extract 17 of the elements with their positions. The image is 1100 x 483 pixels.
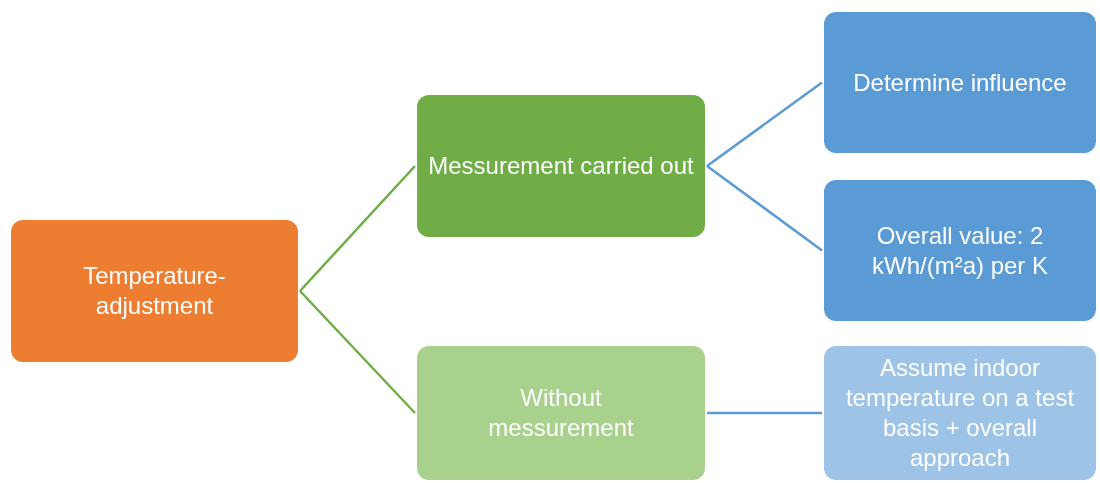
connector-line bbox=[299, 290, 416, 414]
connector-line bbox=[706, 81, 823, 167]
box-label: Overall value: 2 kWh/(m²a) per K bbox=[871, 220, 1049, 281]
process-box bbox=[824, 180, 1096, 321]
connector-line bbox=[299, 165, 416, 292]
process-box bbox=[824, 12, 1096, 153]
process-box bbox=[824, 346, 1096, 480]
box-label: Assume indoor temperature on a test basis + overall approach bbox=[844, 353, 1076, 473]
connector-line bbox=[706, 165, 823, 252]
process-box bbox=[417, 346, 705, 480]
box-label: Determine influence bbox=[853, 67, 1067, 98]
process-box bbox=[11, 220, 298, 362]
process-box bbox=[417, 95, 705, 237]
box-label: Messurement carried out bbox=[428, 151, 694, 181]
box-label: Without messurement bbox=[487, 383, 635, 443]
connector-line bbox=[707, 411, 822, 415]
box-label: Temperature-adjustment bbox=[82, 261, 227, 321]
